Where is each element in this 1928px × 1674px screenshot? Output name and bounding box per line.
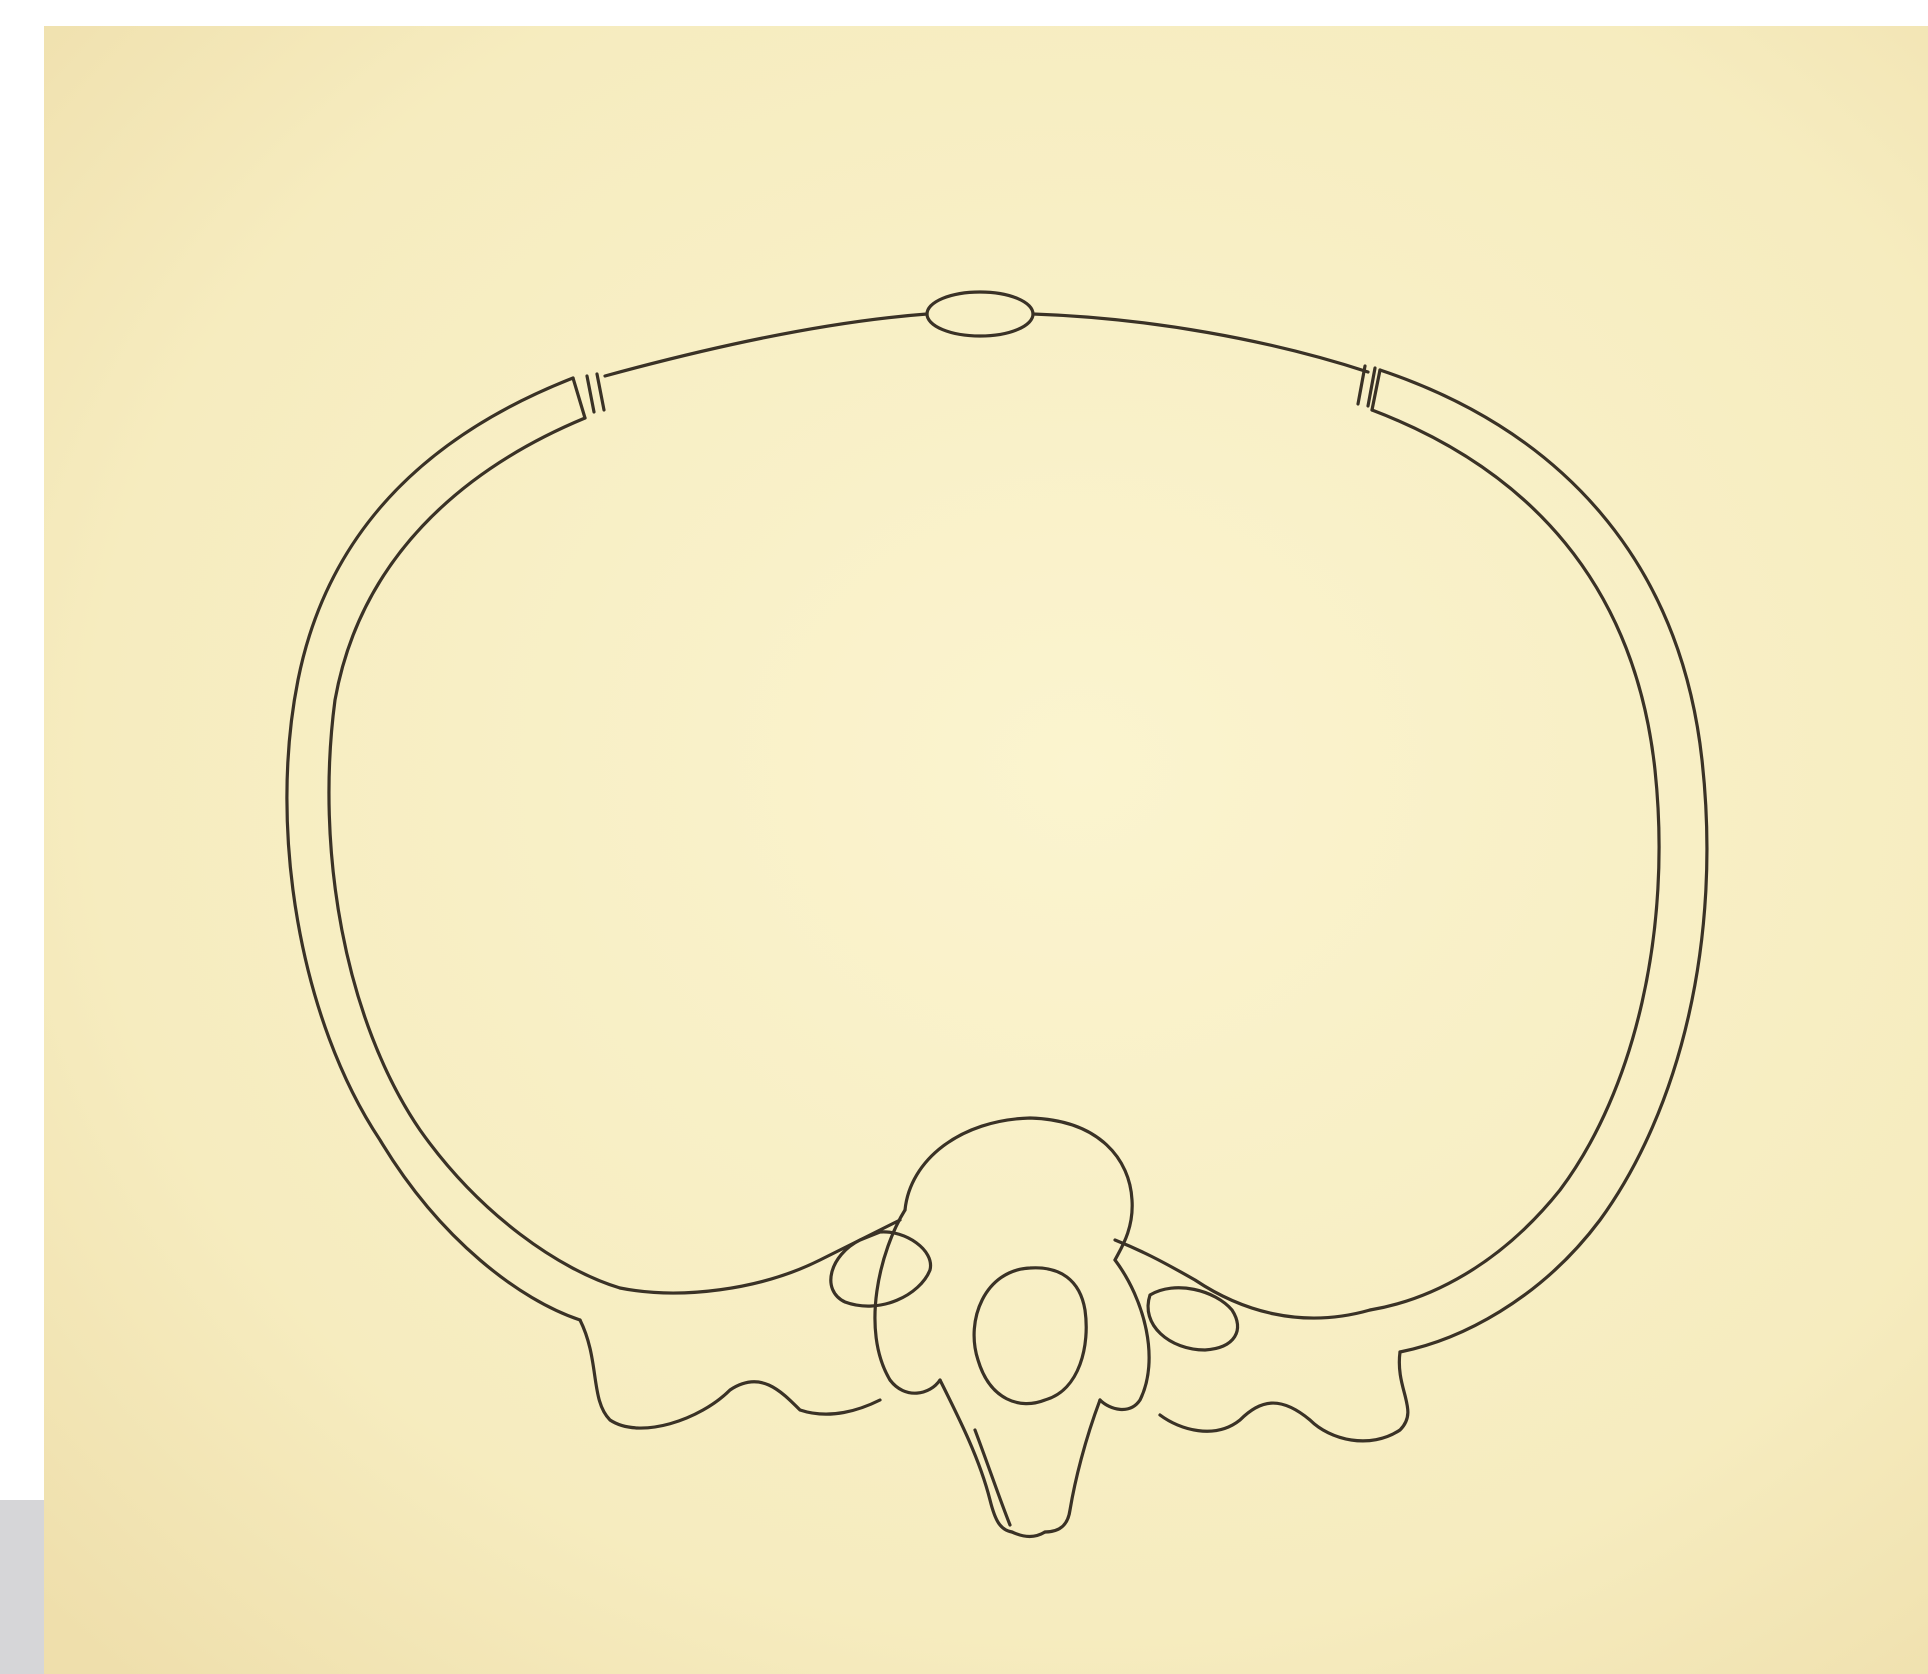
illustration-svg xyxy=(44,26,1928,1674)
rib-cage-illustration xyxy=(44,26,1928,1674)
paper-background xyxy=(44,26,1928,1674)
grey-background-strip xyxy=(0,1500,44,1674)
